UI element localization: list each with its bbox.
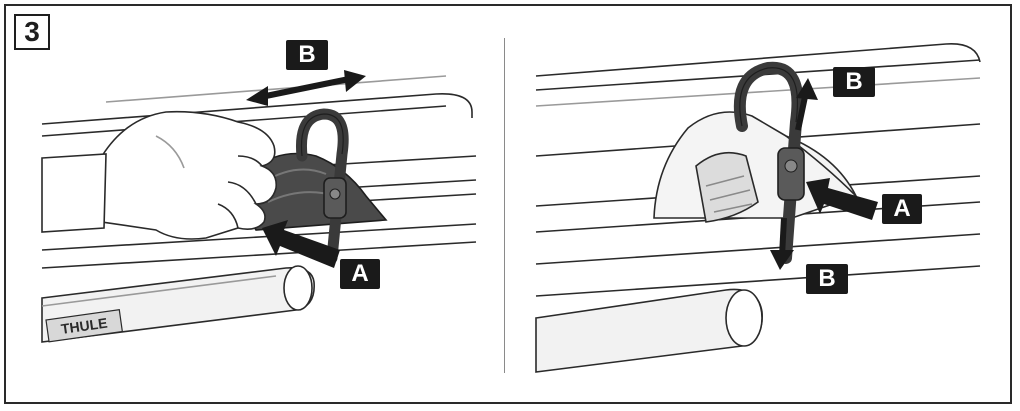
label-a-side: A <box>882 194 922 224</box>
panel-divider <box>504 38 505 373</box>
instruction-frame: 3 THULE <box>4 4 1012 404</box>
label-a-bottom: A <box>340 259 380 289</box>
rail-line <box>535 43 981 77</box>
holder-side <box>695 151 759 223</box>
rail-line <box>535 77 981 107</box>
double-arrow-b <box>246 70 366 106</box>
rail-line <box>41 93 473 125</box>
pull-arrow-b-down <box>770 217 794 270</box>
brand-plate <box>45 309 124 343</box>
rail-line <box>535 265 981 297</box>
crossbar-lip <box>41 275 277 307</box>
label-b-top: B <box>286 40 328 70</box>
label-b-top: B <box>833 67 875 97</box>
hand <box>101 110 278 240</box>
rail-line <box>535 233 981 265</box>
label-b-bottom: B <box>806 264 848 294</box>
brand-text: THULE <box>60 315 108 337</box>
crossbar-end <box>725 289 763 347</box>
rail-line <box>41 241 477 269</box>
rail-line <box>41 105 447 137</box>
right-illustration <box>535 43 981 373</box>
rail-line <box>41 223 477 251</box>
sleeve <box>41 153 107 233</box>
right-panel: B A B <box>506 6 1010 402</box>
pull-arrow-b-up <box>795 78 818 131</box>
crossbar-end <box>283 265 313 311</box>
left-panel: THULE <box>6 6 502 402</box>
rail-line <box>105 75 447 103</box>
push-arrow-a <box>262 220 340 268</box>
step-number: 3 <box>24 16 40 47</box>
left-illustration: THULE <box>41 70 477 343</box>
push-arrow-a <box>806 178 878 220</box>
strap-buckle <box>777 147 805 201</box>
step-number-box: 3 <box>14 14 50 50</box>
